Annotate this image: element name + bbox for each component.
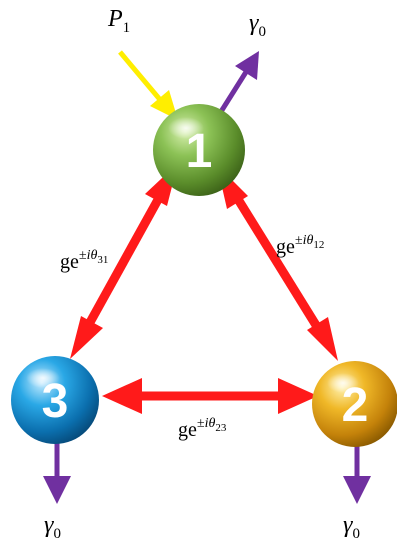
coupling-arrow-1-3 — [70, 163, 178, 359]
coupling-arrow-1-2 — [217, 165, 338, 361]
node-3-label: 3 — [42, 375, 69, 428]
coupling-label-12: ge±iθ12 — [276, 233, 324, 258]
node-1-sphere: 1 — [153, 104, 245, 196]
coupling-arrow-2-3 — [102, 378, 318, 414]
node-2-label: 2 — [342, 379, 369, 432]
loss-arrow-node-1 — [214, 51, 259, 120]
loss-label-node-1: γ0 — [249, 10, 266, 40]
node-1-label: 1 — [186, 125, 213, 178]
pump-arrow — [118, 50, 178, 120]
loss-arrow-node-2 — [343, 438, 371, 504]
coupling-label-23: ge±iθ23 — [178, 416, 227, 441]
loss-label-node-3: γ0 — [44, 512, 61, 542]
coupling-label-31: ge±iθ31 — [60, 248, 108, 273]
node-2-sphere: 2 — [312, 361, 397, 447]
pump-label: P1 — [107, 6, 130, 36]
loss-label-node-2: γ0 — [343, 512, 360, 542]
node-3-sphere: 3 — [11, 356, 99, 444]
